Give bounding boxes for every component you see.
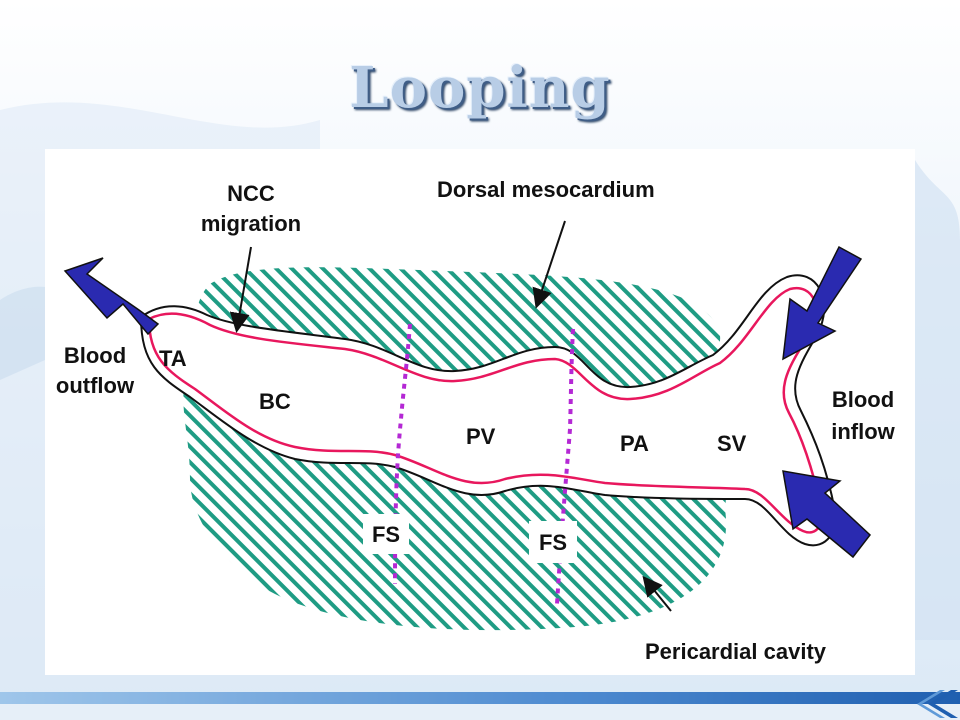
dorsal-mesocardium-label: Dorsal mesocardium <box>437 177 655 202</box>
pv-label: PV <box>466 424 496 449</box>
ncc-migration-label-line2: migration <box>201 211 301 236</box>
blood-inflow-arrow-top <box>782 245 863 361</box>
fs-label-left: FS <box>372 522 400 547</box>
ncc-migration-label-line1: NCC <box>227 181 275 206</box>
fs-box-right <box>529 521 577 563</box>
fold-line-right <box>555 328 575 605</box>
blood-outflow-label-line1: Blood <box>64 343 126 368</box>
heart-looping-diagram: NCC migration Dorsal mesocardium Blood o… <box>45 149 915 675</box>
bc-label: BC <box>259 389 291 414</box>
ta-label: TA <box>159 346 187 371</box>
heart-tube-outer <box>139 274 837 547</box>
heart-tube-inner <box>147 286 824 534</box>
pericardial-cavity-pointer-arrow <box>642 575 672 612</box>
diagram-canvas: NCC migration Dorsal mesocardium Blood o… <box>56 177 896 664</box>
ncc-pointer-arrow <box>229 246 252 333</box>
slide-title: Looping <box>349 55 611 121</box>
blood-outflow-arrow <box>63 257 160 336</box>
pericardial-cavity-label: Pericardial cavity <box>645 639 827 664</box>
fs-label-right: FS <box>539 530 567 555</box>
dorsal-mesocardium-pointer-arrow <box>532 220 566 309</box>
blood-inflow-label-line2: inflow <box>831 419 895 444</box>
blood-inflow-arrow-bottom <box>782 470 872 559</box>
sv-label: SV <box>717 431 747 456</box>
blood-inflow-label-line1: Blood <box>832 387 894 412</box>
blood-outflow-label-line2: outflow <box>56 373 135 398</box>
pa-label: PA <box>620 431 649 456</box>
fs-box-left <box>363 514 409 554</box>
